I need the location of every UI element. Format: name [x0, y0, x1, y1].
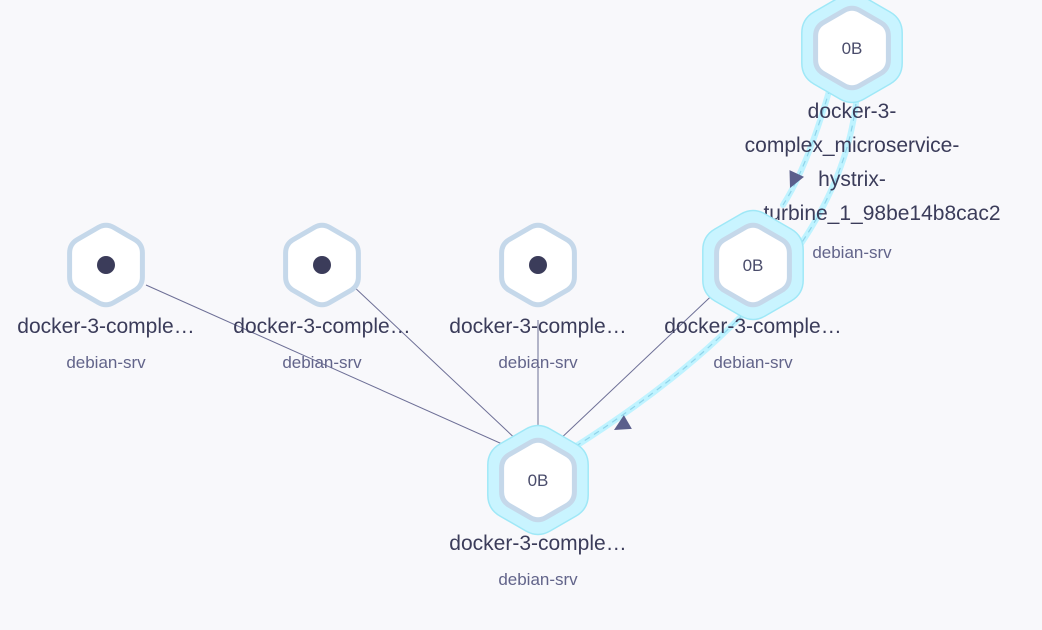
node-subtitle: debian-srv [812, 243, 892, 262]
node-title: docker-3- [808, 100, 897, 123]
node-title: docker-3-comple… [664, 315, 841, 338]
hexagon-node-icon [813, 5, 891, 91]
node-n2[interactable]: docker-3-comple… debian-srv [233, 222, 411, 372]
node-n3[interactable]: docker-3-comple… debian-srv [449, 222, 627, 372]
edge-line [351, 284, 539, 461]
node-title: docker-3-comple… [449, 315, 626, 338]
node-title: turbine_1_98be14b8cac2 [763, 202, 1000, 225]
node-title: docker-3-comple… [233, 315, 410, 338]
edge-n2-to-bottom[interactable] [351, 284, 539, 461]
hexagon-node-icon [714, 222, 792, 308]
node-metric: 0B [842, 39, 863, 58]
node-title: docker-3-comple… [17, 315, 194, 338]
edge-arrow-icon [614, 415, 632, 430]
hexagon-node-icon [499, 437, 577, 523]
node-title: docker-3-comple… [449, 532, 626, 555]
node-top[interactable]: 0B docker-3- complex_microservice-hystrix-… [745, 0, 1001, 262]
node-title: complex_microservice- [745, 134, 960, 157]
dot-icon [529, 256, 547, 274]
dot-icon [97, 256, 115, 274]
node-title: hystrix- [818, 168, 886, 191]
node-metric: 0B [743, 256, 764, 275]
node-n4[interactable]: 0B docker-3-comple… debian-srv [664, 209, 842, 373]
edge-n4-to-bottom[interactable] [537, 284, 724, 461]
node-bottom[interactable]: 0B docker-3-comple… debian-srv [449, 424, 627, 590]
edge-line [145, 284, 539, 461]
edge-highlight-halo [780, 85, 833, 208]
node-subtitle: debian-srv [498, 353, 578, 372]
node-metric: 0B [528, 471, 549, 490]
node-subtitle: debian-srv [713, 353, 793, 372]
nodes-layer: 0B docker-3- complex_microservice-hystrix-… [17, 0, 1001, 590]
edge-top-to-n4[interactable] [780, 85, 833, 208]
edge-arrow-icon [789, 170, 805, 188]
edge-n1-to-bottom[interactable] [145, 284, 539, 461]
node-subtitle: debian-srv [282, 353, 362, 372]
dot-icon [313, 256, 331, 274]
edge-line [537, 284, 724, 461]
node-subtitle: debian-srv [498, 570, 578, 589]
node-n1[interactable]: docker-3-comple… debian-srv [17, 222, 195, 372]
node-subtitle: debian-srv [66, 353, 146, 372]
